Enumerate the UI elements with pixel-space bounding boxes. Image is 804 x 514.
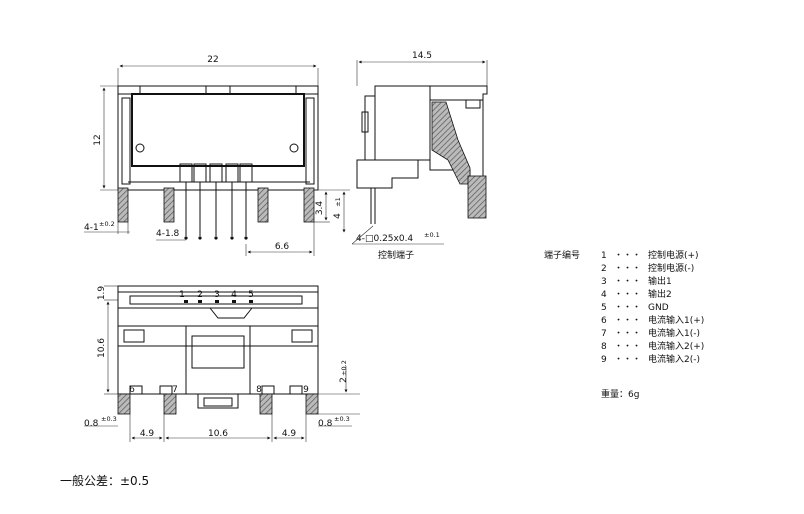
terminal-num: 6 — [601, 316, 607, 326]
bottom-pin-num-8: 8 — [256, 385, 262, 395]
bottom-pin-num-2: 2 — [197, 290, 203, 300]
terminal-num: 9 — [601, 355, 607, 365]
front-height-dim: 12 — [93, 134, 103, 145]
terminal-name: 控制电源(+) — [648, 249, 699, 261]
terminal-num: 5 — [601, 303, 607, 313]
side-pin-section-tol: ±0.1 — [424, 231, 440, 239]
bottom-pin-width-right: 0.8 — [318, 419, 333, 429]
terminal-row: 2 ・・・ 控制电源(-) — [601, 262, 694, 274]
terminal-name: 电流输入2(-) — [648, 353, 700, 365]
bottom-pin-num-3: 3 — [214, 290, 220, 300]
bottom-view: 1.9 10.6 1 2 3 4 5 — [84, 285, 360, 442]
bottom-pin-num-4: 4 — [231, 290, 237, 300]
terminal-name: GND — [648, 303, 669, 313]
terminal-name: 电流输入1(-) — [648, 327, 700, 339]
terminal-dots: ・・・ — [614, 355, 641, 365]
terminal-dots: ・・・ — [614, 251, 641, 261]
bottom-pin-num-1: 1 — [179, 290, 185, 300]
side-view: 14.5 4-□0.25x0.4 ±0.1 控制端子 — [351, 51, 488, 261]
terminal-name: 输出2 — [648, 288, 672, 300]
bottom-pin-num-6: 6 — [129, 385, 135, 395]
terminal-row: 6 ・・・ 电流输入1(+) — [601, 314, 704, 326]
bottom-span-mid: 10.6 — [208, 429, 228, 439]
side-pin-section-dim: 4-□0.25x0.4 — [356, 234, 413, 244]
terminal-row: 9 ・・・ 电流输入2(-) — [601, 353, 700, 365]
terminal-row: 3 ・・・ 输出1 — [601, 275, 672, 287]
bottom-pin-width-left: 0.8 — [84, 419, 99, 429]
terminal-dots: ・・・ — [614, 342, 641, 352]
terminal-num: 1 — [601, 251, 607, 261]
terminal-row: 5 ・・・ GND — [601, 303, 669, 313]
terminal-table-header: 端子编号 — [544, 249, 580, 261]
terminal-name: 电流输入2(+) — [648, 340, 704, 352]
bottom-pin-num-5: 5 — [248, 290, 254, 300]
bottom-span-left: 4.9 — [140, 429, 155, 439]
terminal-name: 输出1 — [648, 275, 672, 287]
side-terminal-label: 控制端子 — [378, 249, 414, 261]
front-mount-pin-dim: 4-1 — [84, 223, 99, 233]
terminal-table: 端子编号 1 ・・・ 控制电源(+) 2 ・・・ 控制电源(-) 3 ・・・ 输… — [544, 249, 704, 400]
side-depth-dim: 14.5 — [412, 51, 432, 61]
front-mount-pin-tol: ±0.2 — [99, 220, 115, 228]
terminal-dots: ・・・ — [614, 277, 641, 287]
terminal-dots: ・・・ — [614, 316, 641, 326]
terminal-num: 2 — [601, 264, 607, 274]
terminal-row: 4 ・・・ 输出2 — [601, 288, 672, 300]
front-pin-offset-dim: 6.6 — [275, 242, 290, 252]
front-view: 22 12 — [84, 55, 350, 256]
bottom-span-right: 4.9 — [282, 429, 297, 439]
front-width-dim: 22 — [207, 55, 218, 65]
terminal-name: 控制电源(-) — [648, 262, 694, 274]
terminal-num: 8 — [601, 342, 607, 352]
bottom-pin-len-dim: 2 — [339, 377, 349, 383]
bottom-height-dim: 10.6 — [97, 338, 107, 358]
bottom-pin-width-left-tol: ±0.3 — [101, 415, 117, 423]
weight-note: 重量：6g — [601, 388, 639, 400]
bottom-pin-len-tol: ±0.2 — [340, 360, 348, 376]
terminal-dots: ・・・ — [614, 329, 641, 339]
terminal-name: 电流输入1(+) — [648, 314, 704, 326]
terminal-row: 8 ・・・ 电流输入2(+) — [601, 340, 704, 352]
tolerance-note: 一般公差：±0.5 — [60, 473, 149, 488]
terminal-row: 1 ・・・ 控制电源(+) — [601, 249, 699, 261]
bottom-pin-num-7: 7 — [172, 385, 178, 395]
bottom-pin-width-right-tol: ±0.3 — [334, 415, 350, 423]
terminal-row: 7 ・・・ 电流输入1(-) — [601, 327, 700, 339]
bottom-pin-num-9: 9 — [303, 385, 309, 395]
terminal-num: 3 — [601, 277, 607, 287]
terminal-dots: ・・・ — [614, 303, 641, 313]
front-pin-len2-dim: 4 — [333, 213, 343, 219]
terminal-dots: ・・・ — [614, 264, 641, 274]
front-pin-pitch-dim: 4-1.8 — [156, 229, 180, 239]
front-pin-len2-tol: ±1 — [334, 197, 342, 207]
front-pin-len-dim: 3.4 — [315, 201, 325, 216]
terminal-num: 7 — [601, 329, 607, 339]
terminal-dots: ・・・ — [614, 290, 641, 300]
terminal-num: 4 — [601, 290, 607, 300]
bottom-top-strip-dim: 1.9 — [97, 286, 107, 301]
